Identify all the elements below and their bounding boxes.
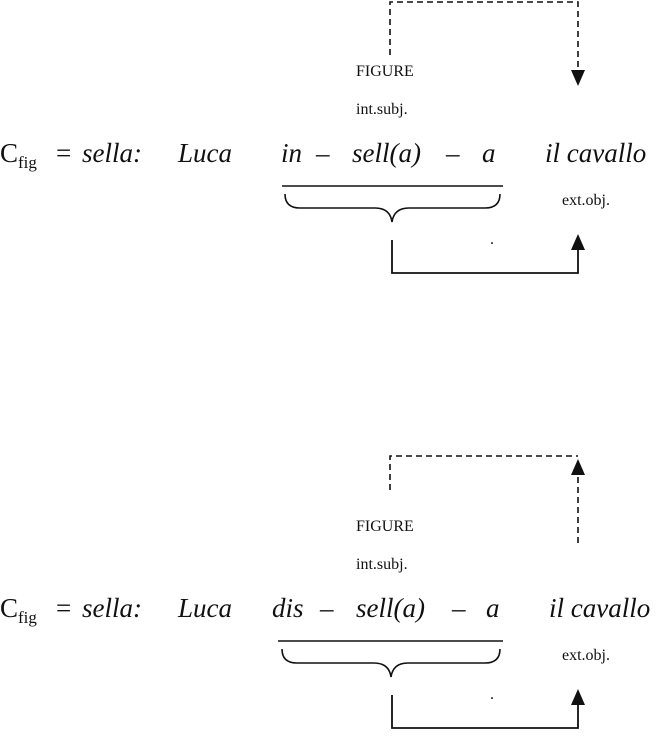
c-subscript: fig bbox=[18, 153, 37, 172]
dashed-arrow bbox=[389, 1, 579, 72]
object-word: il cavallo bbox=[545, 138, 647, 168]
dash-1: – bbox=[320, 593, 334, 623]
dot-mark: . bbox=[490, 231, 494, 248]
dash-2: – bbox=[446, 138, 460, 168]
stem: sell(a) bbox=[352, 138, 421, 168]
ext-obj-label: ext.obj. bbox=[562, 192, 610, 209]
stem: sell(a) bbox=[356, 593, 425, 623]
dash-2: – bbox=[452, 593, 466, 623]
c-fig: Cfig bbox=[0, 138, 37, 172]
c-fig: Cfig bbox=[0, 593, 37, 627]
object-word: il cavallo bbox=[549, 593, 651, 623]
c-letter: C bbox=[0, 593, 19, 623]
dashed-arrow bbox=[389, 455, 578, 490]
base-word: sella: bbox=[82, 593, 142, 623]
base-word: sella: bbox=[82, 138, 142, 168]
figure-label: FIGURE bbox=[356, 63, 414, 80]
solid-arrow bbox=[391, 240, 579, 274]
suffix: a bbox=[482, 138, 496, 168]
dot-mark: . bbox=[490, 686, 494, 703]
int-subj-label: int.subj. bbox=[356, 556, 408, 573]
diagram-lines bbox=[282, 1, 585, 274]
solid-arrow-head bbox=[571, 689, 585, 705]
diagram-dis-sella: FIGURE int.subj. Cfig = sella: Luca dis … bbox=[0, 455, 667, 755]
dash-1: – bbox=[316, 138, 330, 168]
diagram-lines bbox=[278, 455, 585, 729]
subject-word: Luca bbox=[178, 138, 232, 168]
prefix: dis bbox=[272, 593, 304, 623]
figure-label: FIGURE bbox=[356, 518, 414, 535]
solid-arrow-head bbox=[571, 234, 585, 250]
c-letter: C bbox=[0, 138, 19, 168]
int-subj-label: int.subj. bbox=[356, 101, 408, 118]
equals-sign: = bbox=[56, 593, 72, 623]
diagram-in-sella: FIGURE int.subj. Cfig = sella: Luca in –… bbox=[0, 0, 667, 300]
solid-arrow bbox=[391, 695, 579, 729]
equals-sign: = bbox=[56, 138, 72, 168]
dashed-arrow-head bbox=[571, 70, 585, 86]
prefix: in bbox=[281, 138, 303, 168]
curly-brace bbox=[284, 193, 501, 223]
suffix: a bbox=[486, 593, 500, 623]
subject-word: Luca bbox=[178, 593, 232, 623]
c-subscript: fig bbox=[18, 608, 37, 627]
dashed-arrow-head bbox=[571, 459, 585, 475]
ext-obj-label: ext.obj. bbox=[562, 647, 610, 664]
curly-brace bbox=[281, 648, 501, 678]
